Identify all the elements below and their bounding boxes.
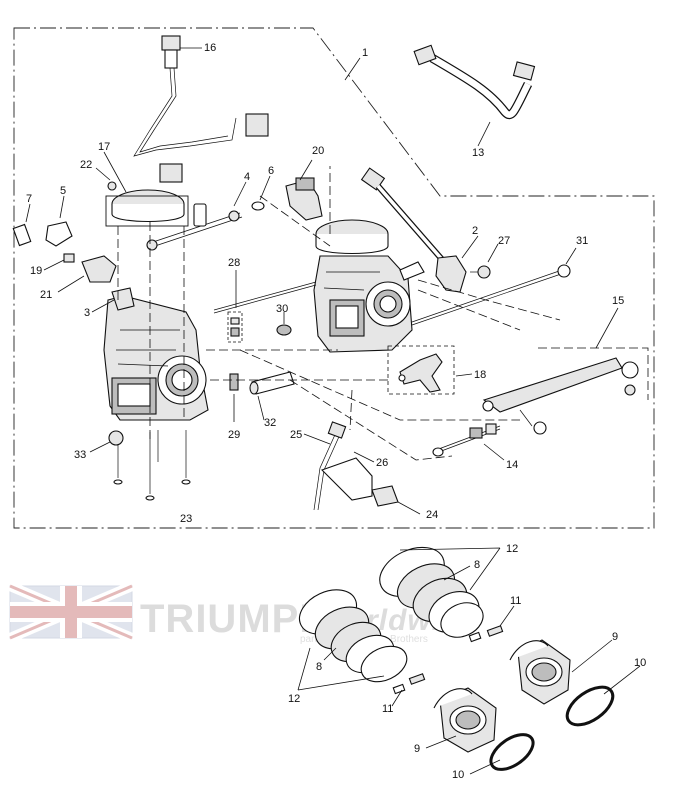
callout-13: 13 xyxy=(472,147,484,159)
oring-lower-10 xyxy=(489,733,535,771)
alignment-dashes xyxy=(117,166,561,461)
callout-27: 27 xyxy=(498,235,510,247)
callout-6: 6 xyxy=(268,165,274,177)
callout-4: 4 xyxy=(244,171,250,183)
throttle-sensor-part-20 xyxy=(285,159,323,221)
callout-10-lower: 10 xyxy=(452,769,464,781)
lower-leaders xyxy=(297,547,641,775)
callout-18: 18 xyxy=(474,369,486,381)
watermark-brand: TRIUMPH xyxy=(140,597,329,641)
manifold-adapter-lower-9 xyxy=(433,687,497,753)
callout-22: 22 xyxy=(80,159,92,171)
callout-11-lower: 11 xyxy=(382,703,393,715)
breather-hose-part-13 xyxy=(413,44,536,147)
callout-12-upper: 12 xyxy=(506,543,518,555)
callout-21: 21 xyxy=(40,289,52,301)
small-parts-upper-left xyxy=(12,151,271,271)
callout-25: 25 xyxy=(290,429,302,441)
small-parts-28-29-30 xyxy=(227,270,292,422)
callout-9-upper: 9 xyxy=(612,631,618,643)
callout-16: 16 xyxy=(204,42,216,54)
callout-31: 31 xyxy=(576,235,588,247)
callout-30: 30 xyxy=(276,303,288,315)
linkage-part-15 xyxy=(482,307,649,435)
callout-11-upper: 11 xyxy=(510,595,521,607)
callout-28: 28 xyxy=(228,257,240,269)
callout-main-list-lower-refs: 8 xyxy=(0,0,6,3)
callout-1: 1 xyxy=(362,47,368,59)
adjuster-part-14 xyxy=(432,423,505,461)
callout-8-lower: 8 xyxy=(316,661,322,673)
callout-5: 5 xyxy=(60,185,66,197)
callout-17: 17 xyxy=(98,141,110,153)
callout-14: 14 xyxy=(506,459,518,471)
callout-29: 29 xyxy=(228,429,240,441)
callout-2: 2 xyxy=(472,225,478,237)
choke-cable-parts-24-26 xyxy=(303,421,421,515)
callout-labels: 1 2 3 4 5 6 7 13 14 15 16 17 18 19 20 21… xyxy=(26,42,624,525)
bolts-11 xyxy=(392,625,504,695)
callout-32: 32 xyxy=(264,417,276,429)
bolt-part-27 xyxy=(470,243,499,279)
union-flag-logo xyxy=(8,581,134,643)
carburettor-right xyxy=(313,219,425,353)
callout-26: 26 xyxy=(376,457,388,469)
callout-8-ref: 8 xyxy=(0,0,6,3)
callout-10-upper: 10 xyxy=(634,657,646,669)
intake-boot-lower-8 xyxy=(298,589,408,683)
assembly-1-boundary xyxy=(13,27,655,529)
idle-control-rod-part-2 xyxy=(360,167,479,293)
manifold-adapter-upper-9 xyxy=(509,639,571,705)
sensor-harness-part-16 xyxy=(133,35,269,183)
callout-8-upper: 8 xyxy=(474,559,480,571)
intake-boot-upper-8 xyxy=(379,546,484,638)
oring-upper-10 xyxy=(565,685,615,727)
callout-33: 33 xyxy=(74,449,86,461)
callout-7: 7 xyxy=(26,193,32,205)
callout-9-lower: 9 xyxy=(414,743,420,755)
callout-15: 15 xyxy=(612,295,624,307)
callout-24: 24 xyxy=(426,509,438,521)
callout-23: 23 xyxy=(180,513,192,525)
connecting-rods xyxy=(146,210,577,421)
callout-19: 19 xyxy=(30,265,42,277)
callout-12-lower: 12 xyxy=(288,693,300,705)
carburettor-left xyxy=(57,189,209,501)
callout-20: 20 xyxy=(312,145,324,157)
callout-3: 3 xyxy=(84,307,90,319)
bracket-part-18 xyxy=(387,345,473,395)
leader-1 xyxy=(344,57,361,81)
lower-callout-labels: 8 8 9 9 10 10 11 11 12 12 xyxy=(288,543,646,781)
